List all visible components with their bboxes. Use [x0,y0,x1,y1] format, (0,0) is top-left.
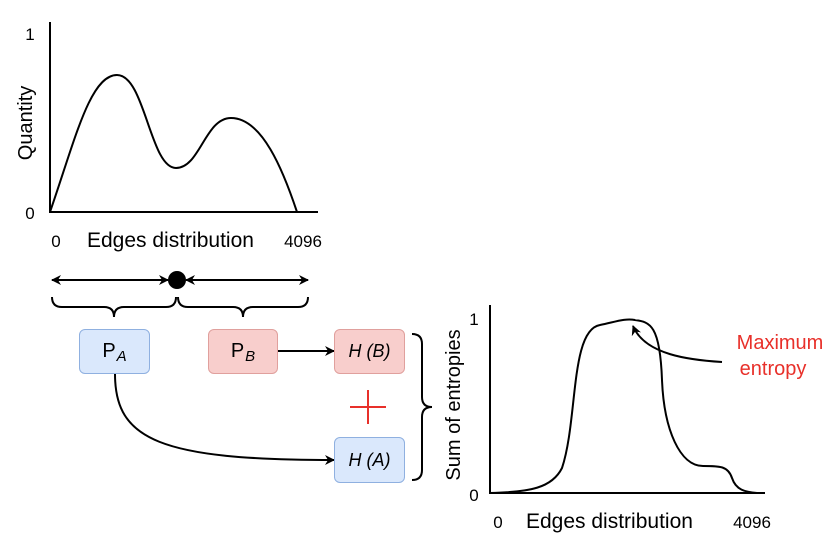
entropy-sum-brace [411,333,433,481]
split-point [168,271,186,289]
bottom-chart-x-tick-max: 4096 [733,513,771,532]
top-chart-distribution-curve [49,73,298,213]
top-chart-x-axis-label: Edges distribution [87,229,254,252]
bottom-chart-x-axis-label: Edges distribution [526,510,693,533]
right-brace [177,296,309,318]
pa-to-ha-arrow [114,373,335,465]
pa-node-label: P [102,340,116,362]
maximum-entropy-pointer [631,325,723,363]
bottom-chart-y-tick-min: 0 [469,486,478,505]
bottom-chart-x-tick-min: 0 [493,513,502,532]
pb-node-subscript: B [245,348,256,365]
top-chart-x-tick-min: 0 [51,232,60,251]
ha-node-label: H (A) [348,449,391,470]
pa-node-subscript: A [116,348,127,365]
bottom-chart-y-tick-max: 1 [469,310,478,329]
hb-node-label: H (B) [348,341,391,361]
maximum-entropy-label-line1: Maximum [737,332,824,354]
bottom-chart: 1 0 Sum of entropies 0 Edges distributio… [443,305,823,533]
maximum-entropy-label-line2: entropy [740,358,807,380]
bottom-chart-y-axis-label: Sum of entropies [443,329,465,480]
split-arrows [51,271,309,289]
top-chart-y-tick-max: 1 [25,25,34,44]
top-chart: 1 0 Quantity 0 Edges distribution 4096 [15,22,322,252]
plus-sign [350,390,386,424]
ha-node: H (A) [334,437,405,483]
top-chart-x-tick-max: 4096 [284,232,322,251]
bottom-chart-entropy-curve [489,318,758,494]
top-chart-y-tick-min: 0 [25,204,34,223]
top-chart-y-axis-label: Quantity [15,86,37,160]
hb-node: H (B) [334,329,405,374]
left-brace [51,296,177,318]
pb-node-label: P [230,340,245,362]
